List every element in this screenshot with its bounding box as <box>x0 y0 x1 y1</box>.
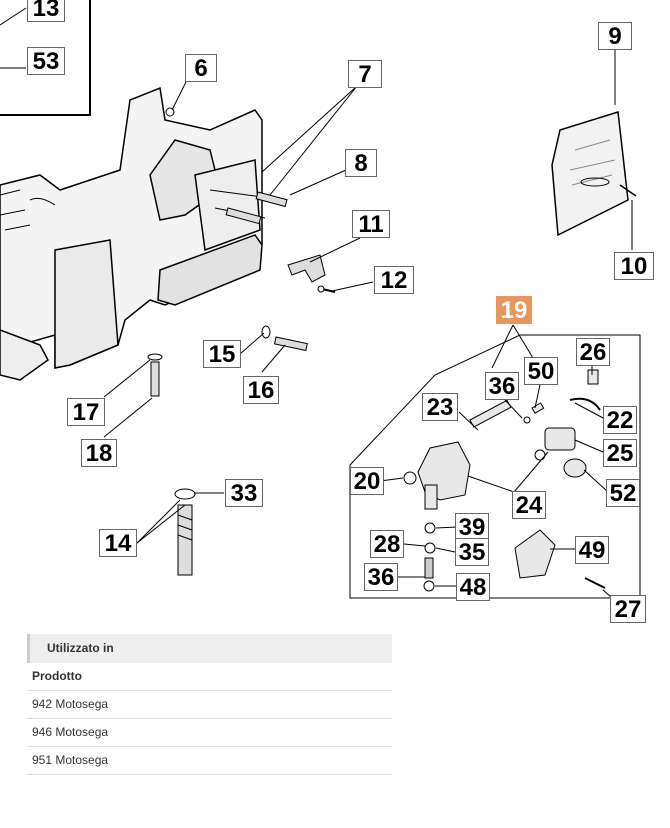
callout-11[interactable]: 11 <box>352 210 390 238</box>
callout-10[interactable]: 10 <box>614 252 654 280</box>
callout-12[interactable]: 12 <box>374 266 414 294</box>
callout-53[interactable]: 53 <box>27 47 65 75</box>
callout-52[interactable]: 52 <box>606 479 640 507</box>
callout-24[interactable]: 24 <box>512 491 546 519</box>
callout-17[interactable]: 17 <box>67 398 105 426</box>
callout-33[interactable]: 33 <box>225 479 263 507</box>
product-row[interactable]: 946 Motosega <box>27 719 392 747</box>
callout-22[interactable]: 22 <box>603 406 637 434</box>
used-in-title: Utilizzato in <box>27 634 392 663</box>
callout-15[interactable]: 15 <box>203 340 241 368</box>
callout-14[interactable]: 14 <box>99 529 137 557</box>
callout-36-upper[interactable]: 36 <box>485 372 519 400</box>
callout-36-lower[interactable]: 36 <box>364 563 398 591</box>
callout-48[interactable]: 48 <box>456 573 490 601</box>
used-in-table: Utilizzato in Prodotto 942 Motosega 946 … <box>27 634 392 775</box>
callout-23[interactable]: 23 <box>422 393 458 421</box>
product-row[interactable]: 942 Motosega <box>27 691 392 719</box>
callout-13[interactable]: 13 <box>27 0 65 22</box>
parts-diagram: 13 53 6 7 8 9 10 11 12 19 26 50 36 22 23… <box>0 0 654 623</box>
product-row[interactable]: 951 Motosega <box>27 747 392 775</box>
callout-7[interactable]: 7 <box>348 60 382 88</box>
callout-27[interactable]: 27 <box>610 595 646 623</box>
exploded-view-drawing <box>0 0 641 599</box>
callout-18[interactable]: 18 <box>81 439 117 467</box>
callout-39[interactable]: 39 <box>455 513 489 541</box>
callout-50[interactable]: 50 <box>524 357 558 385</box>
callout-28[interactable]: 28 <box>370 530 404 558</box>
callout-20[interactable]: 20 <box>350 467 384 495</box>
callout-8[interactable]: 8 <box>345 149 377 177</box>
callout-49[interactable]: 49 <box>575 536 609 564</box>
callout-26[interactable]: 26 <box>576 338 610 366</box>
callout-35[interactable]: 35 <box>455 538 489 566</box>
callout-9[interactable]: 9 <box>598 22 632 50</box>
callout-19[interactable]: 19 <box>496 296 532 324</box>
callout-25[interactable]: 25 <box>603 439 637 467</box>
callout-16[interactable]: 16 <box>243 376 279 404</box>
product-column-header: Prodotto <box>27 663 392 691</box>
callout-6[interactable]: 6 <box>185 54 217 82</box>
